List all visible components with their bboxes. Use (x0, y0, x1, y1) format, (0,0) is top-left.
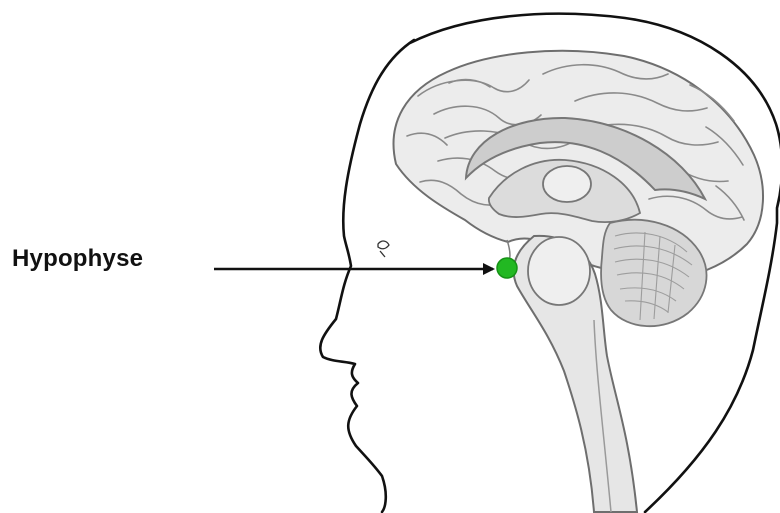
hypophyse-highlight (497, 258, 517, 278)
pons (528, 237, 590, 305)
eye-mark (378, 241, 389, 257)
thalamic-ellipse (543, 166, 591, 202)
